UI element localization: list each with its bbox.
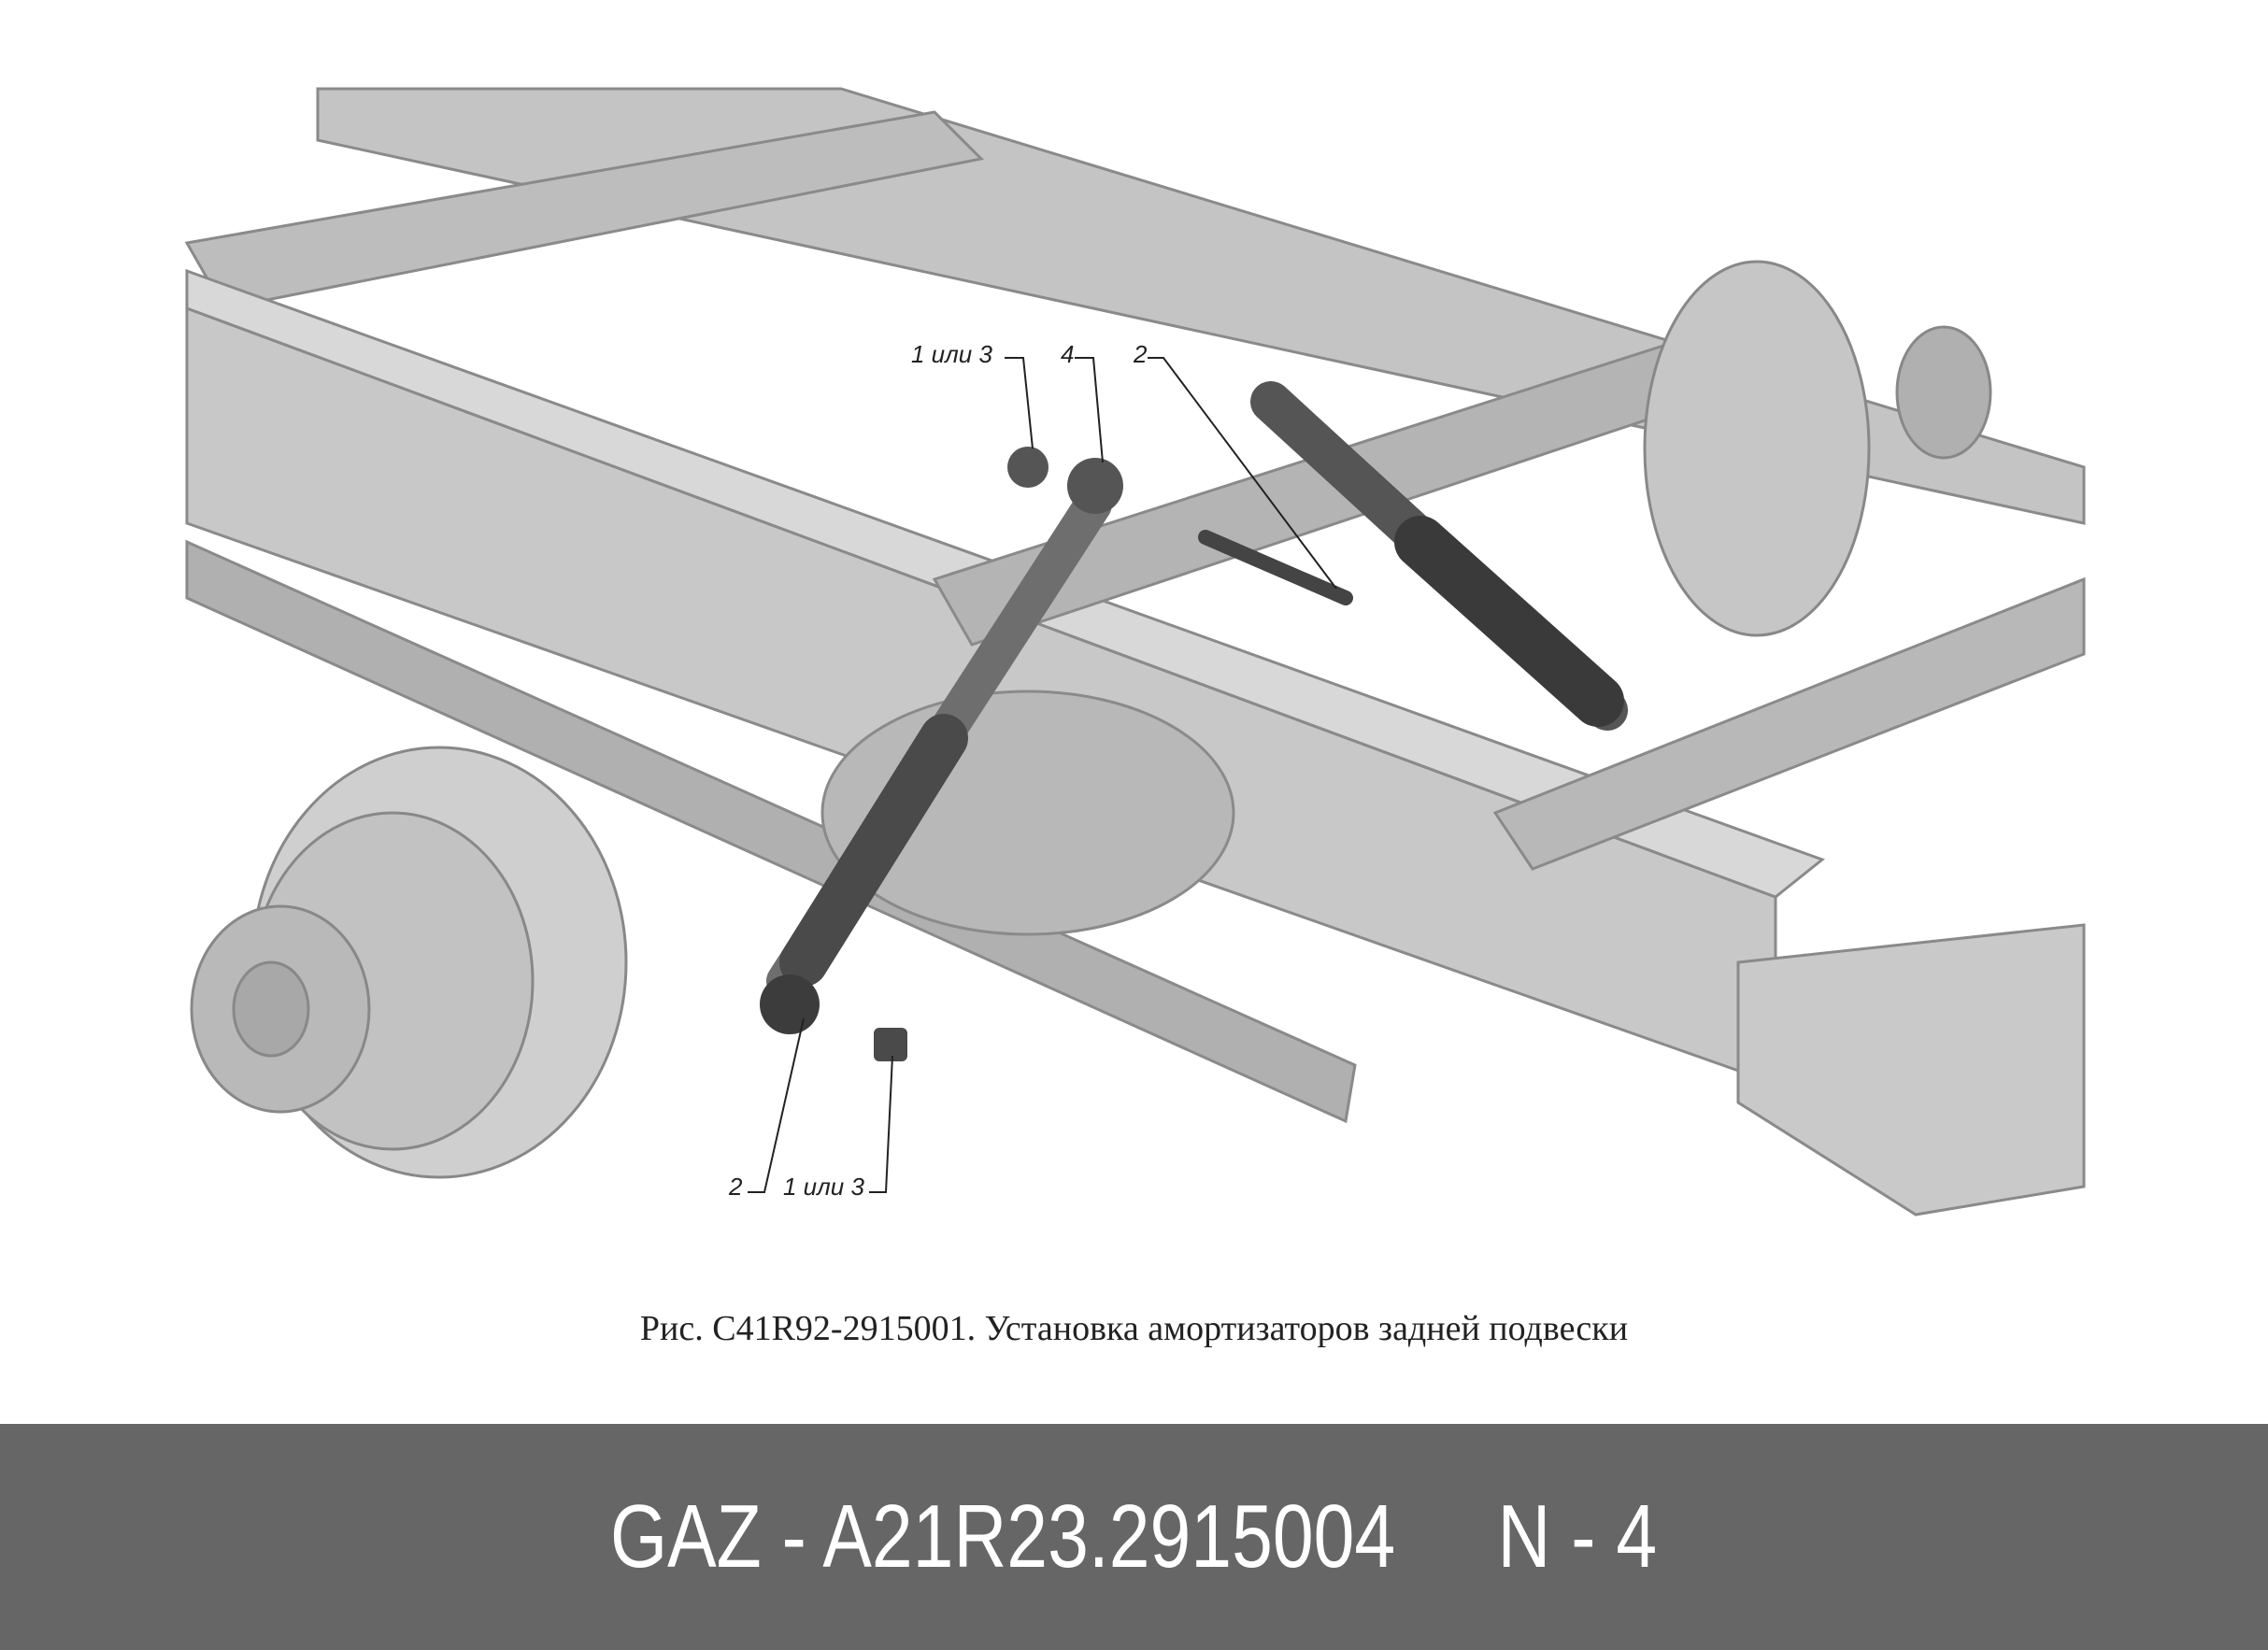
shock-absorber-left bbox=[760, 447, 1123, 1061]
callout-bottom-nut: 1 или 3 bbox=[783, 1173, 864, 1201]
bottom-nut bbox=[874, 1028, 907, 1061]
front-crossmember bbox=[1492, 576, 2086, 871]
part-number-text: GAZ - A21R23.2915004 N - 4 bbox=[610, 1486, 1658, 1586]
top-bushing bbox=[1067, 458, 1123, 514]
top-nut bbox=[1007, 447, 1048, 488]
callout-top-bushing: 4 bbox=[1061, 340, 1075, 368]
shock-absorber-right bbox=[1198, 381, 1628, 731]
brake-drum-far bbox=[1643, 260, 1992, 637]
top-bolt bbox=[1198, 530, 1353, 605]
callout-top-bolt: 2 bbox=[1134, 340, 1148, 368]
figure-caption: Рис. С41R92-2915001. Установка амортизат… bbox=[639, 1309, 1629, 1348]
brake-drum-near bbox=[190, 746, 628, 1179]
callout-leaders bbox=[748, 357, 1337, 1193]
rail-end bbox=[1736, 923, 2086, 1216]
callout-bottom-bolt: 2 bbox=[729, 1173, 743, 1201]
bottom-eye bbox=[760, 974, 820, 1034]
rear-suspension-shock-absorber-diagram bbox=[184, 87, 2086, 1216]
callout-top-nut: 1 или 3 bbox=[911, 340, 992, 368]
part-number-banner: GAZ - A21R23.2915004 N - 4 bbox=[0, 1424, 2268, 1650]
